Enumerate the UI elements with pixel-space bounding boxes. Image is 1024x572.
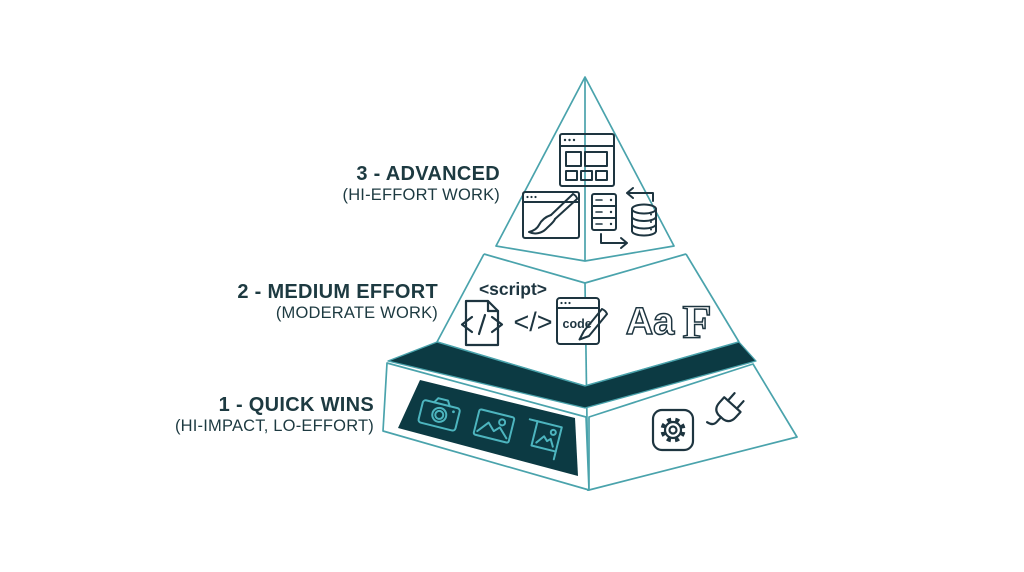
level-1-subtitle: (HI-IMPACT, LO-EFFORT) [174,416,374,435]
level-3-title: 3 - ADVANCED [356,163,500,185]
level-2-label: 2 - MEDIUM EFFORT (MODERATE WORK) [237,281,438,323]
typography-aa-sample: Aa [626,301,675,343]
level-3-label: 3 - ADVANCED (HI-EFFORT WORK) [343,163,501,205]
photo-image-icon [472,408,516,444]
camera-icon [417,397,461,432]
server-dots [609,198,613,226]
settings-gear-icon [651,408,695,452]
file-code-icon [460,299,504,347]
pyramid-level-3-outline [495,76,675,262]
window-dots [560,301,571,305]
level-1-label: 1 - QUICK WINS (HI-IMPACT, LO-EFFORT) [175,394,374,436]
gear-teeth [660,417,686,443]
power-plug-icon [705,392,745,426]
design-paintbrush-icon [522,191,580,239]
window-dots [563,138,576,142]
code-brackets-symbol: </> [513,307,552,337]
sync-arrow-left [626,187,654,202]
code-editor-pencil-icon: code [556,297,608,345]
level-2-subtitle: (MODERATE WORK) [275,303,438,322]
script-tag-text: <script> [479,279,547,299]
window-dots [526,195,537,199]
level-1-title: 1 - QUICK WINS [218,394,374,416]
browser-layout-icon [559,133,615,187]
database-dots [650,213,652,231]
pyramid-level-1-top-face [387,341,757,409]
level-2-title: 2 - MEDIUM EFFORT [237,281,438,303]
level-3-subtitle: (HI-EFFORT WORK) [342,185,500,204]
crop-image-icon [528,418,563,461]
serif-font-sample: F [682,296,711,349]
code-label: code [563,317,592,331]
sync-arrow-right [600,233,628,249]
server-database-sync-icon [591,187,657,249]
pencil-icon [578,308,608,341]
